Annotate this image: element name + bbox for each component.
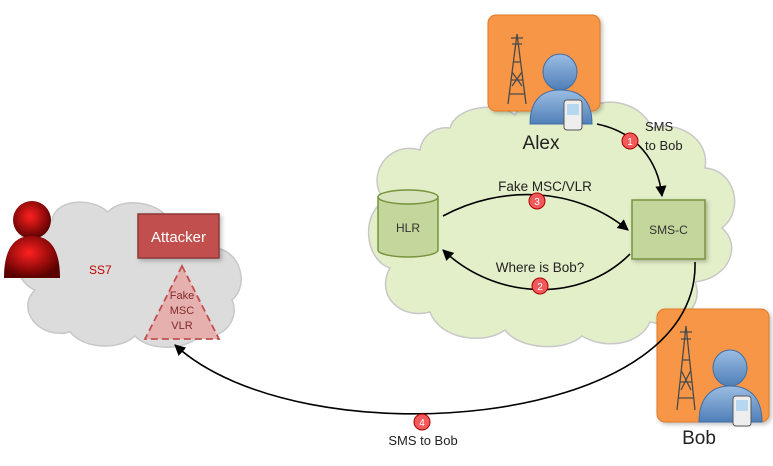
mobile-user-icon xyxy=(698,349,763,427)
svg-text:4: 4 xyxy=(419,418,425,429)
hlr-database: HLR xyxy=(377,189,439,258)
step-badge-3: 3 xyxy=(528,192,546,210)
fake-msc-vlr-node: Fake MSC VLR xyxy=(143,264,221,340)
ss7-label: SS7 xyxy=(89,263,112,277)
smsc-label: SMS-C xyxy=(649,223,688,237)
svg-text:1: 1 xyxy=(627,137,633,148)
step-badge-1: 1 xyxy=(621,132,639,150)
cell-tower-icon xyxy=(507,33,527,105)
cell-tower-icon xyxy=(676,325,696,411)
step-badge-4: 4 xyxy=(413,413,431,431)
fake-msc-vlr-label: Fake MSC/VLR xyxy=(498,179,592,194)
fake-node-line-2: MSC xyxy=(170,305,195,317)
hlr-label: HLR xyxy=(396,221,420,235)
sms-to-bob-top-line-2: to Bob xyxy=(645,138,683,153)
fake-node-line-3: VLR xyxy=(171,320,192,332)
alex-label: Alex xyxy=(523,133,560,154)
attacker-box: Attacker xyxy=(137,213,220,259)
where-is-bob-label: Where is Bob? xyxy=(496,260,585,275)
svg-text:3: 3 xyxy=(534,197,540,208)
arrow-alex-to-smsc xyxy=(596,123,667,198)
sms-to-bob-top-line-1: SMS xyxy=(645,119,674,134)
attacker-icon xyxy=(4,201,60,278)
step-badge-2: 2 xyxy=(531,277,549,295)
mobile-user-icon xyxy=(529,53,593,131)
bob-label: Bob xyxy=(682,428,716,449)
sms-to-bob-bottom-label: SMS to Bob xyxy=(388,433,457,448)
alex-tile xyxy=(487,14,601,131)
fake-node-line-1: Fake xyxy=(170,290,194,302)
attacker-label: Attacker xyxy=(151,229,206,246)
svg-text:2: 2 xyxy=(537,282,543,293)
bob-tile xyxy=(656,308,770,427)
smsc-box: SMS-C xyxy=(631,199,706,260)
database-icon xyxy=(377,189,439,205)
arrow-sms-to-attacker xyxy=(174,261,696,415)
